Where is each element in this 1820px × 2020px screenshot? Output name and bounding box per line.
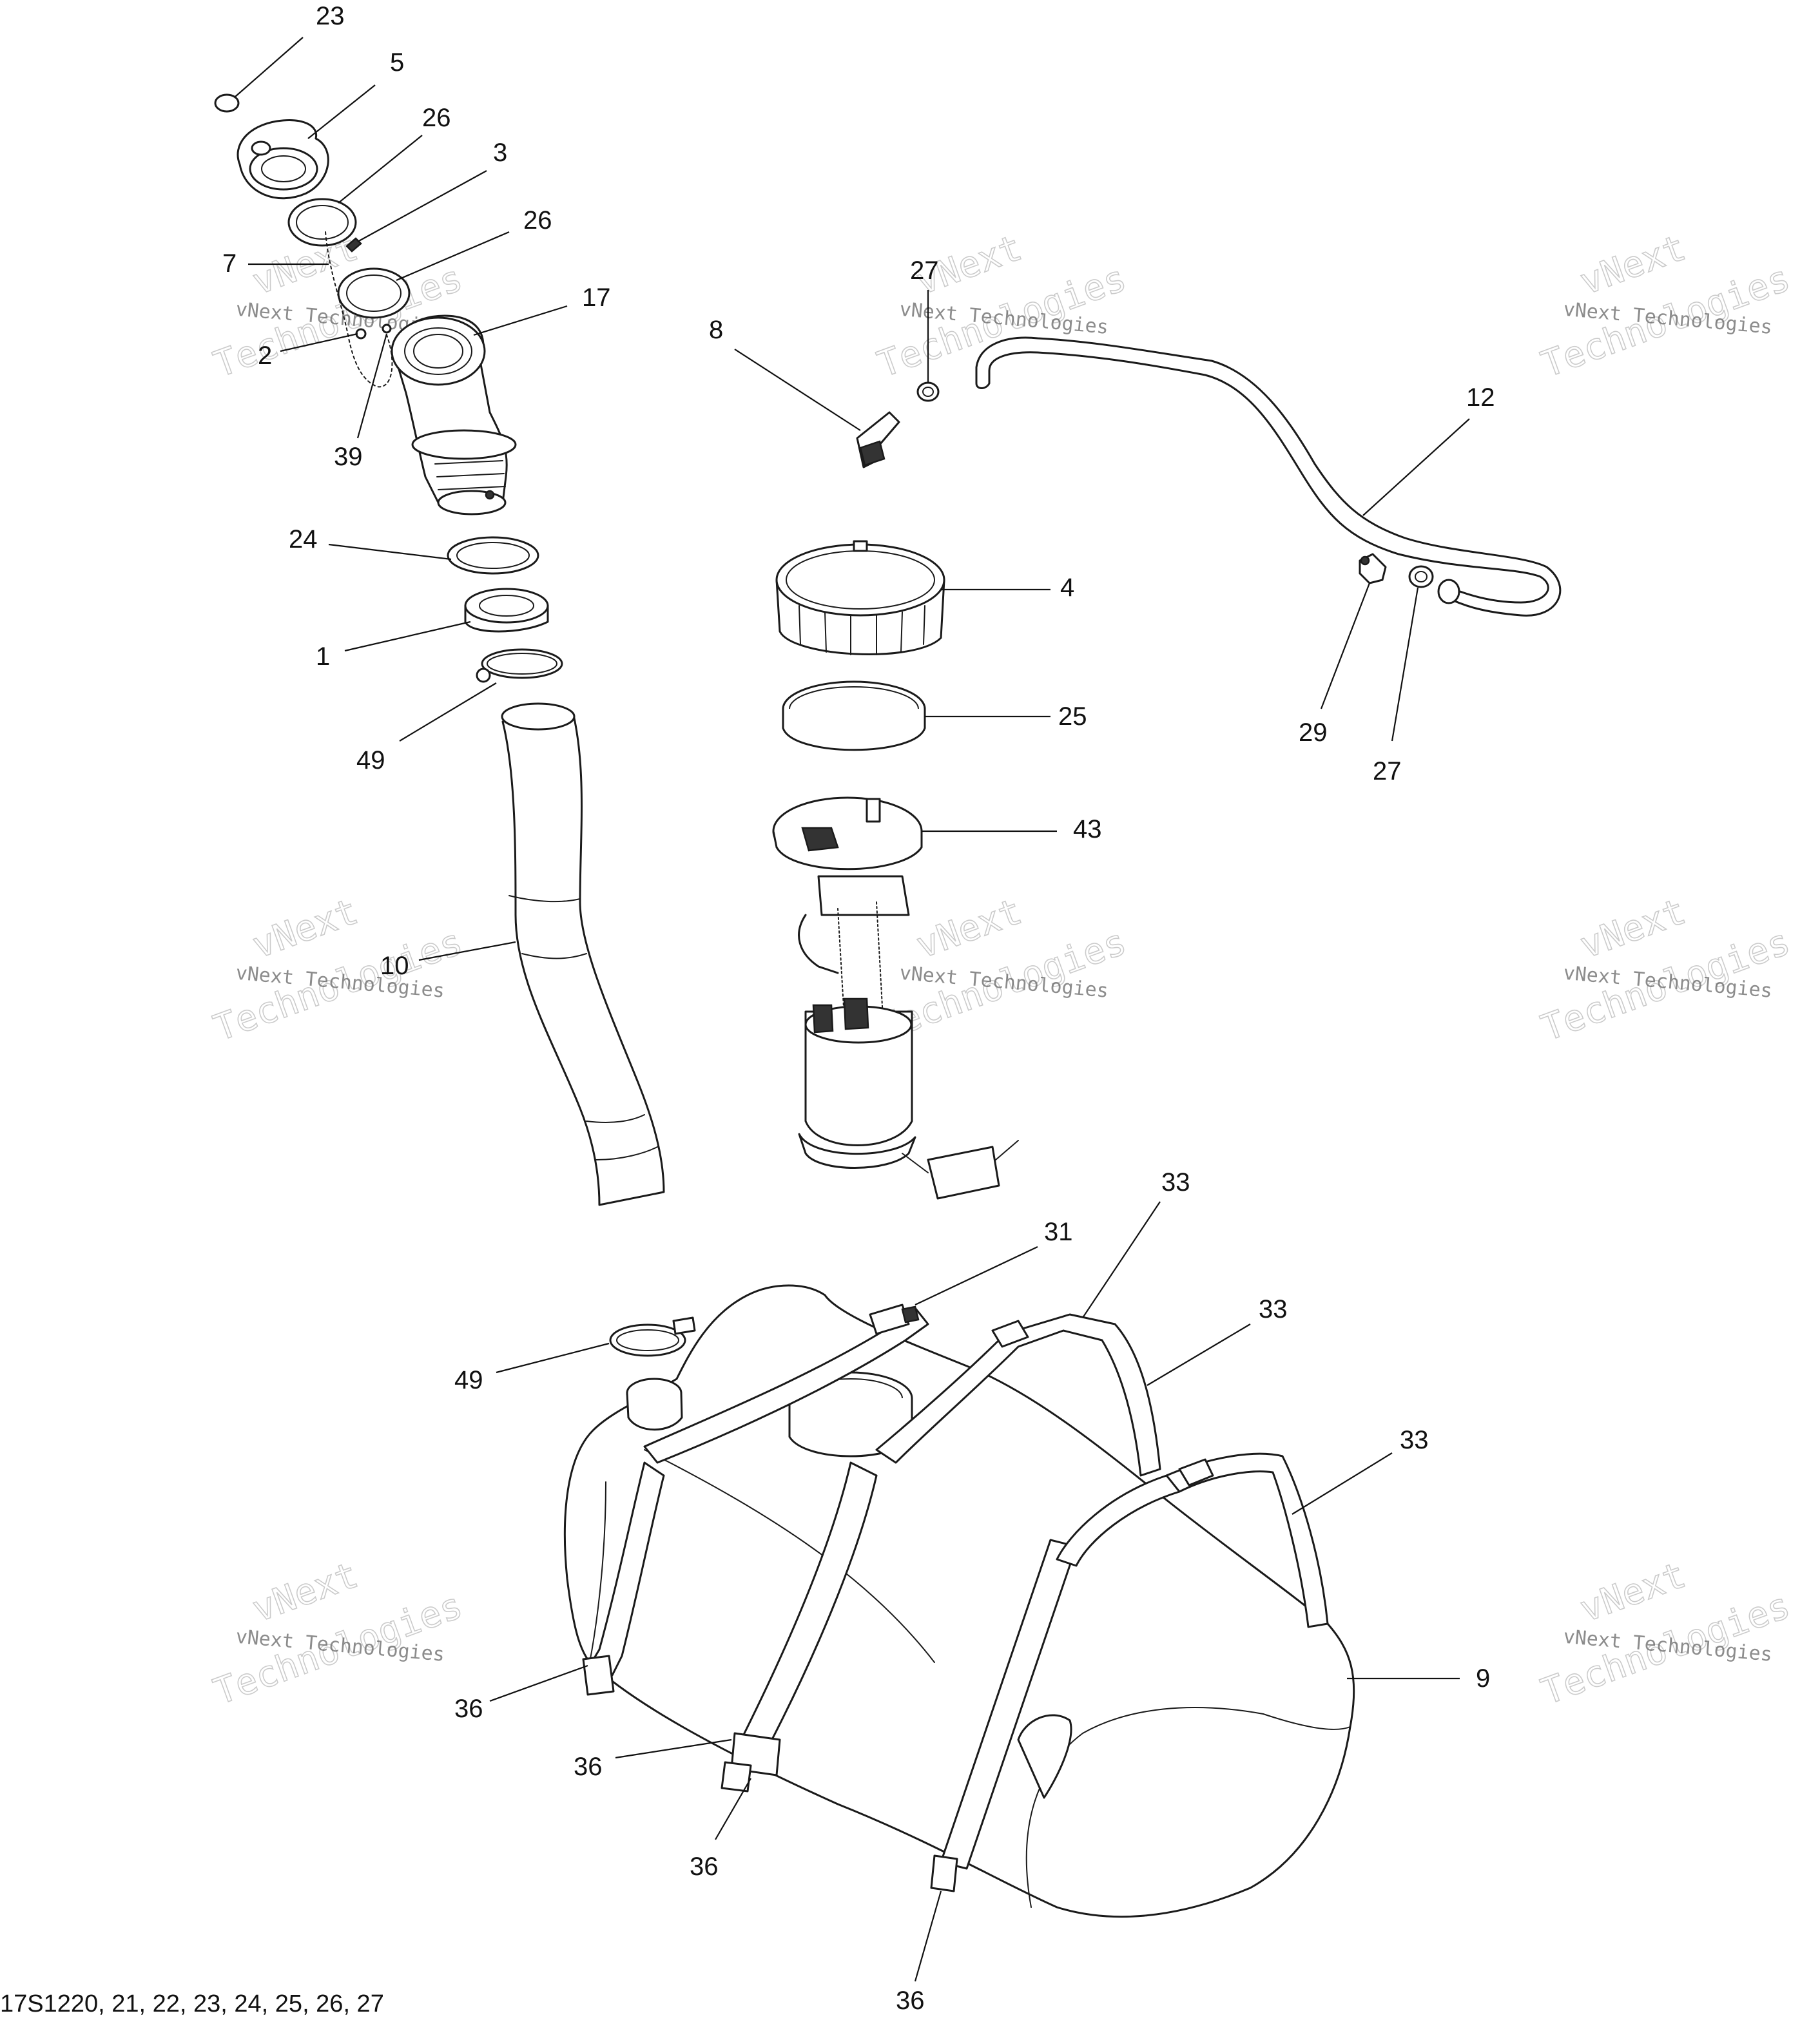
callout-29: 29 bbox=[1299, 718, 1328, 747]
leader-33b bbox=[1147, 1323, 1251, 1386]
leader-1 bbox=[344, 620, 471, 652]
watermark: vNext Technologies vNext Technologies bbox=[872, 226, 1132, 387]
part-3-pin bbox=[345, 237, 362, 253]
part-36-strap-ends bbox=[582, 1655, 958, 1892]
leader-lines bbox=[235, 37, 1470, 1982]
callout-49: 49 bbox=[454, 1366, 483, 1394]
leader-26a bbox=[338, 135, 423, 204]
callout-labels: 23 5 26 3 26 7 17 2 39 24 1 49 10 27 8 1… bbox=[222, 2, 1495, 2015]
leader-27b bbox=[1391, 587, 1419, 742]
leader-26b bbox=[396, 231, 510, 282]
watermark-word1: vNext bbox=[247, 890, 363, 967]
part-23-cap bbox=[214, 93, 240, 113]
callout-39: 39 bbox=[334, 443, 363, 471]
callout-31: 31 bbox=[1044, 1218, 1073, 1246]
part-1-nut bbox=[464, 588, 549, 633]
leader-3 bbox=[357, 170, 487, 242]
part-4-lock-ring bbox=[775, 540, 945, 655]
callout-7: 7 bbox=[222, 249, 237, 278]
leader-12 bbox=[1362, 418, 1470, 516]
leader-23 bbox=[235, 37, 304, 97]
callout-26: 26 bbox=[422, 104, 451, 132]
leader-33c bbox=[1292, 1452, 1393, 1515]
part-31-buckle bbox=[869, 1303, 920, 1335]
callout-17: 17 bbox=[582, 284, 611, 312]
part-43-fuel-pump-module bbox=[772, 796, 1019, 1200]
callout-25: 25 bbox=[1058, 702, 1087, 731]
part-27-clamp-upper bbox=[916, 381, 940, 402]
part-39-screw bbox=[382, 323, 392, 334]
part-49-hose-clamp-lower bbox=[609, 1316, 696, 1357]
watermark-word1: vNext bbox=[911, 890, 1027, 967]
part-5-fuel-cap bbox=[237, 119, 329, 200]
leader-36a bbox=[489, 1664, 588, 1702]
callout-8: 8 bbox=[709, 316, 723, 344]
watermark: vNext Technologies vNext Technologies bbox=[208, 1553, 469, 1714]
watermark-word1: vNext bbox=[1574, 227, 1691, 303]
part-17-filler-neck bbox=[391, 314, 517, 515]
leader-36c bbox=[715, 1778, 751, 1840]
leader-31 bbox=[915, 1246, 1038, 1305]
part-24-washer bbox=[447, 536, 539, 575]
callout-43: 43 bbox=[1073, 815, 1102, 843]
callout-12: 12 bbox=[1466, 383, 1495, 412]
callout-33: 33 bbox=[1400, 1426, 1429, 1454]
part-49-hose-clamp-upper bbox=[476, 648, 563, 683]
part-2-fastener bbox=[355, 328, 367, 340]
leader-10 bbox=[418, 941, 516, 961]
callout-3: 3 bbox=[493, 139, 507, 167]
part-8-elbow-fitting bbox=[856, 411, 900, 468]
callout-36: 36 bbox=[574, 1753, 603, 1781]
callout-26: 26 bbox=[523, 206, 552, 235]
leader-29 bbox=[1320, 582, 1371, 709]
callout-4: 4 bbox=[1060, 573, 1074, 602]
watermark: vNext Technologies vNext Technologies bbox=[1536, 226, 1796, 387]
callout-27: 27 bbox=[1373, 757, 1402, 785]
callout-36: 36 bbox=[454, 1695, 483, 1723]
callout-10: 10 bbox=[380, 952, 409, 980]
callout-2: 2 bbox=[258, 341, 272, 370]
part-29-check-valve bbox=[1359, 553, 1387, 584]
watermark: vNext Technologies vNext Technologies bbox=[1536, 1553, 1796, 1714]
leader-17 bbox=[473, 305, 568, 336]
figure-caption: 17S1220, 21, 22, 23, 24, 25, 26, 27 bbox=[0, 1990, 384, 2017]
leader-24 bbox=[328, 543, 452, 561]
callout-36: 36 bbox=[896, 1986, 925, 2015]
part-27-clamp-lower bbox=[1408, 565, 1434, 588]
leader-8 bbox=[734, 349, 861, 431]
callout-33: 33 bbox=[1259, 1295, 1288, 1323]
leader-2 bbox=[280, 332, 358, 352]
watermark-word1: vNext bbox=[247, 1554, 363, 1631]
callout-5: 5 bbox=[390, 48, 404, 77]
leader-5 bbox=[307, 84, 376, 139]
callout-24: 24 bbox=[289, 525, 318, 553]
callout-27: 27 bbox=[910, 256, 939, 285]
callout-1: 1 bbox=[316, 642, 330, 671]
leader-39 bbox=[356, 333, 388, 439]
leader-36d bbox=[914, 1890, 942, 1982]
watermark: vNext Technologies vNext Technologies bbox=[1536, 890, 1796, 1050]
part-33-straps bbox=[586, 1307, 1329, 1870]
part-26-seal-ring-lower bbox=[337, 267, 411, 319]
part-25-gasket bbox=[782, 680, 926, 751]
callout-23: 23 bbox=[316, 2, 345, 30]
watermark-word1: vNext bbox=[1574, 890, 1691, 967]
callout-33: 33 bbox=[1161, 1168, 1190, 1197]
callout-9: 9 bbox=[1476, 1664, 1490, 1693]
callout-49: 49 bbox=[356, 746, 385, 774]
callout-36: 36 bbox=[690, 1852, 719, 1881]
watermark: vNext Technologies vNext Technologies bbox=[208, 890, 469, 1050]
part-10-filler-hose bbox=[501, 702, 665, 1206]
leader-33a bbox=[1082, 1201, 1161, 1318]
leader-36b bbox=[615, 1738, 732, 1759]
part-12-vent-hose bbox=[975, 336, 1562, 617]
watermark-word1: vNext bbox=[1574, 1554, 1691, 1631]
leader-49b bbox=[496, 1342, 610, 1374]
part-7-tether-chain bbox=[325, 231, 393, 388]
leader-49a bbox=[399, 682, 497, 742]
part-26-seal-ring-upper bbox=[287, 198, 357, 247]
